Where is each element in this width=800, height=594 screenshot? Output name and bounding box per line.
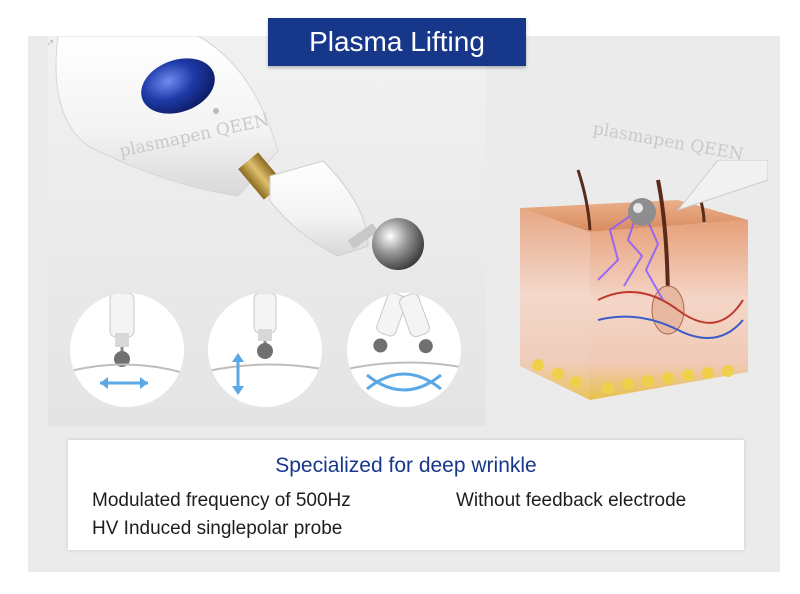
swing-motion-icon [347, 293, 461, 392]
feature-line: Modulated frequency of 500Hz [92, 490, 351, 511]
plasma-pen-icon [55, 35, 424, 270]
feature-box: Specialized for deep wrinkle Modulated f… [68, 440, 744, 550]
page-title: Plasma Lifting [268, 18, 526, 66]
feature-line: Without feedback electrode [456, 490, 687, 511]
skin-layers-icon [520, 159, 769, 400]
corner-mark: ↗ [46, 38, 55, 49]
feature-heading: Specialized for deep wrinkle [275, 454, 537, 477]
swing-motion-circle [347, 293, 461, 407]
vertical-motion-circle [208, 293, 322, 407]
vertical-motion-icon [208, 293, 322, 395]
feature-line: HV Induced singlepolar probe [92, 518, 343, 539]
skin-cross-section [518, 159, 769, 400]
horizontal-motion-icon [70, 293, 184, 389]
horizontal-motion-circle [70, 293, 184, 407]
